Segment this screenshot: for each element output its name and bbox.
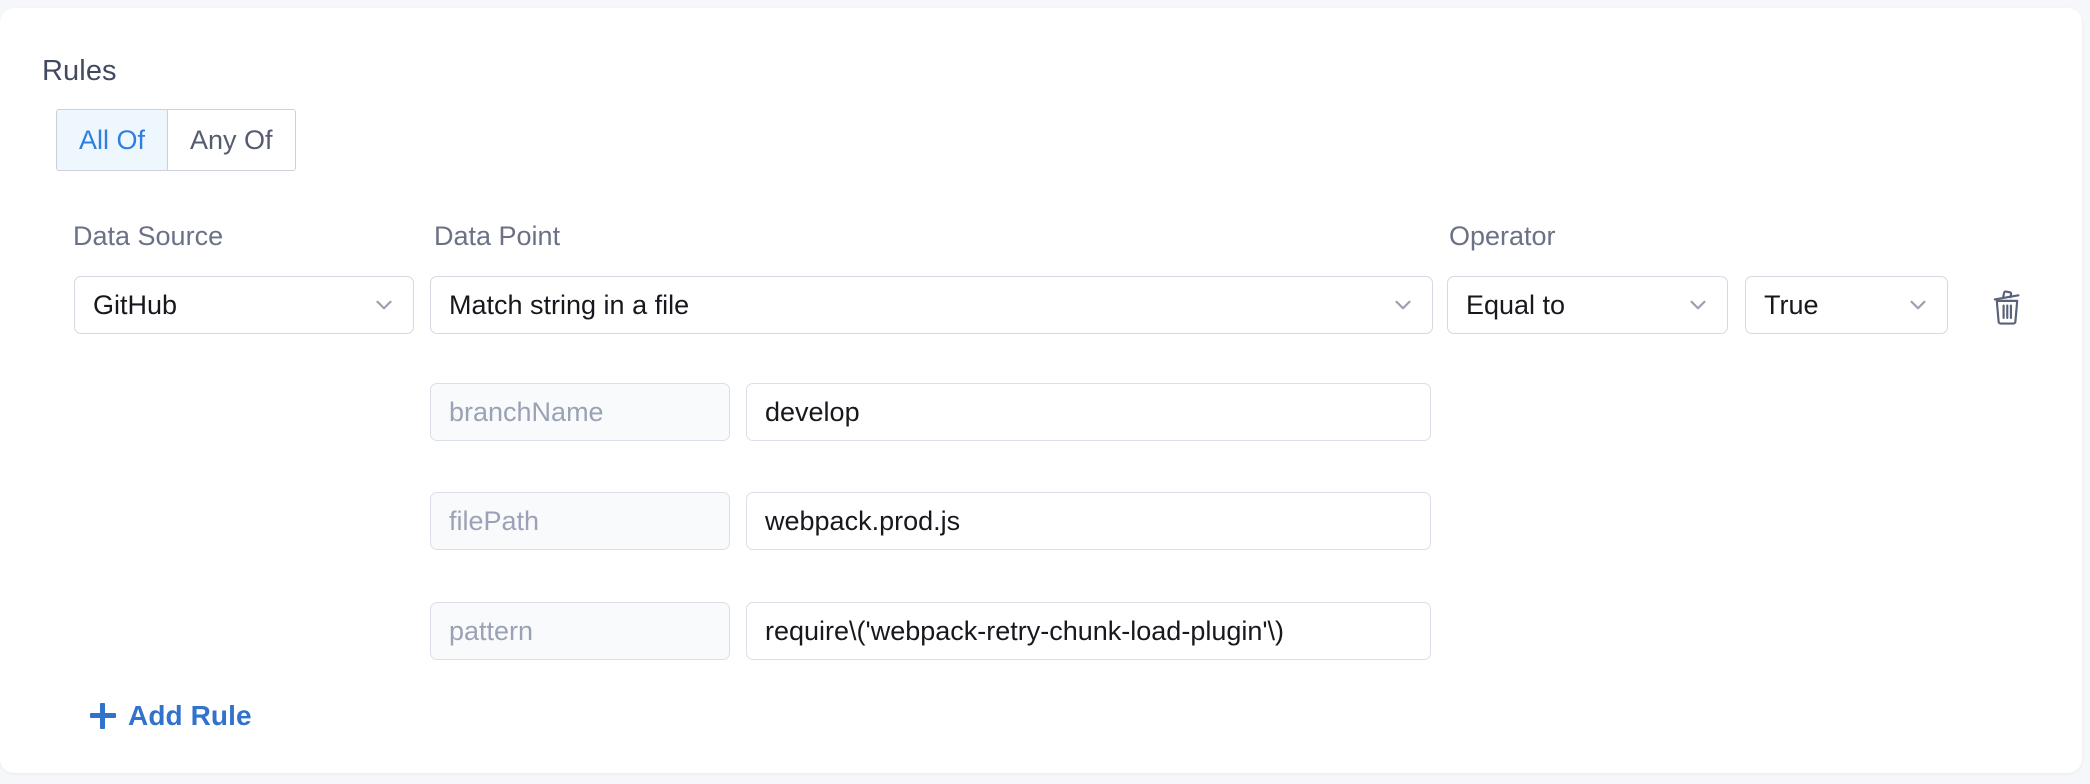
add-rule-label: Add Rule [128, 700, 252, 731]
parameter-key-branchname: branchName [430, 383, 730, 441]
parameter-key-filepath: filePath [430, 492, 730, 550]
operator-select[interactable]: Equal to [1447, 276, 1728, 334]
operand-value: True [1764, 289, 1819, 320]
toggle-any-of[interactable]: Any Of [167, 110, 295, 170]
parameter-key-pattern: pattern [430, 602, 730, 660]
data-source-select[interactable]: GitHub [74, 276, 414, 334]
data-source-value: GitHub [93, 289, 178, 320]
data-point-value: Match string in a file [449, 289, 690, 320]
data-point-select[interactable]: Match string in a file [430, 276, 1433, 334]
add-rule-button[interactable]: Add Rule [90, 700, 252, 732]
chevron-down-icon [1685, 292, 1711, 318]
operand-select[interactable]: True [1745, 276, 1948, 334]
page-title: Rules [42, 55, 117, 87]
chevron-down-icon [371, 292, 397, 318]
chevron-down-icon [1390, 292, 1416, 318]
parameter-value-branchname[interactable] [746, 383, 1431, 441]
chevron-down-icon [1905, 292, 1931, 318]
match-type-toggle[interactable]: All Of Any Of [56, 109, 296, 171]
label-data-point: Data Point [434, 221, 561, 251]
label-operator: Operator [1449, 221, 1556, 251]
trash-icon [1989, 288, 2025, 326]
parameter-value-filepath[interactable] [746, 492, 1431, 550]
parameter-row: branchName [430, 383, 1431, 441]
plus-icon [90, 703, 116, 729]
parameter-value-pattern[interactable] [746, 602, 1431, 660]
parameter-row: filePath [430, 492, 1431, 550]
parameter-row: pattern [430, 602, 1431, 660]
toggle-all-of[interactable]: All Of [57, 110, 168, 170]
delete-rule-button[interactable] [1985, 286, 2029, 328]
label-data-source: Data Source [73, 221, 224, 251]
rules-card: Rules All Of Any Of Data Source Data Poi… [0, 8, 2082, 773]
operator-value: Equal to [1466, 289, 1566, 320]
